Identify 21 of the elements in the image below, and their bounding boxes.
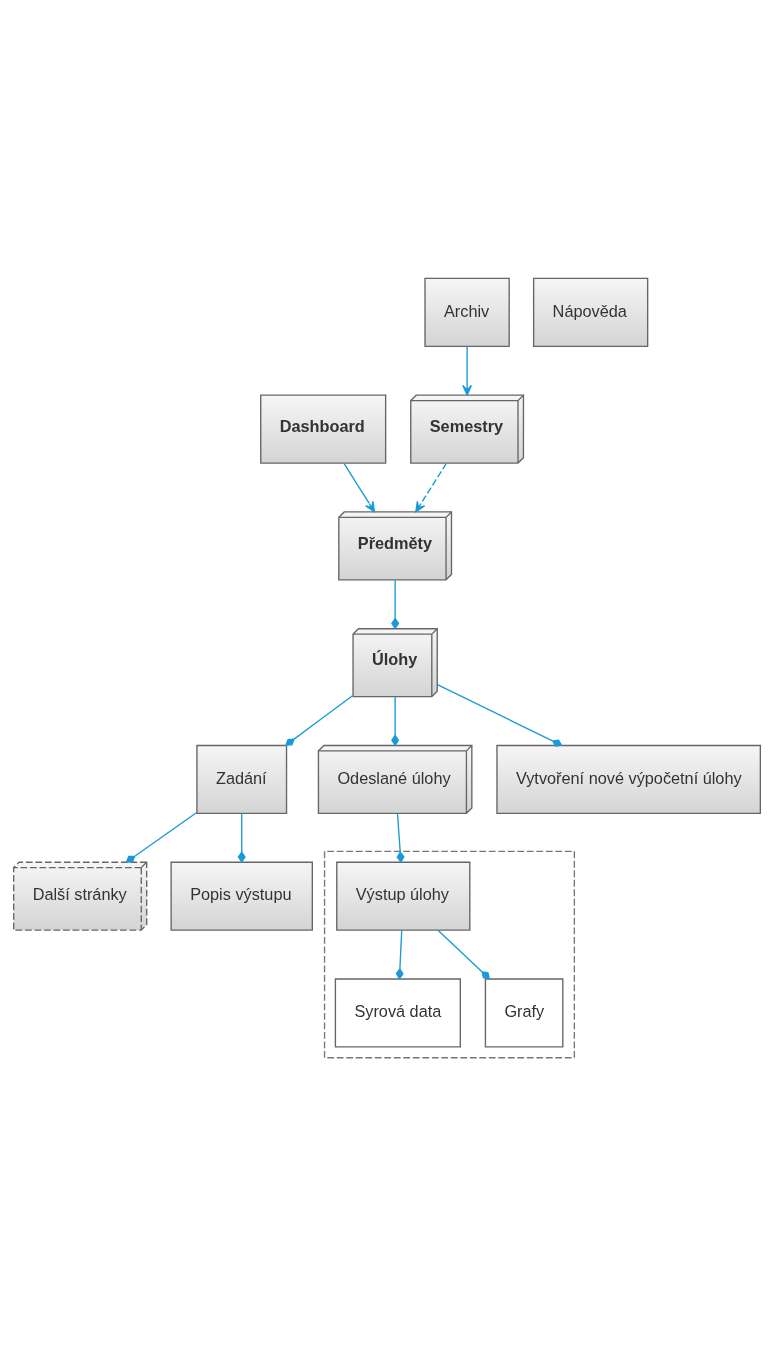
node-box: Archiv	[424, 277, 510, 347]
node-box: Grafy	[484, 977, 564, 1048]
arrow	[462, 345, 473, 396]
connector	[436, 683, 563, 747]
node-box: Vytvoření nové výpočetní úlohy	[496, 744, 762, 814]
arrow	[415, 462, 447, 512]
node-box: Nápověda	[532, 277, 649, 347]
node-box: Dashboard	[260, 394, 387, 464]
connector	[125, 811, 198, 863]
connector	[391, 695, 400, 746]
connector	[396, 812, 405, 863]
connector	[437, 929, 491, 979]
node-box: Zadání	[196, 744, 288, 814]
connector	[285, 694, 354, 746]
connector	[237, 812, 246, 863]
node-box: Výstup úlohy	[336, 861, 471, 931]
node-box: Syrová data	[334, 977, 461, 1048]
node-box: Popis výstupu	[170, 861, 313, 931]
connector	[391, 579, 400, 630]
arrow	[343, 462, 376, 512]
connector	[395, 929, 404, 980]
